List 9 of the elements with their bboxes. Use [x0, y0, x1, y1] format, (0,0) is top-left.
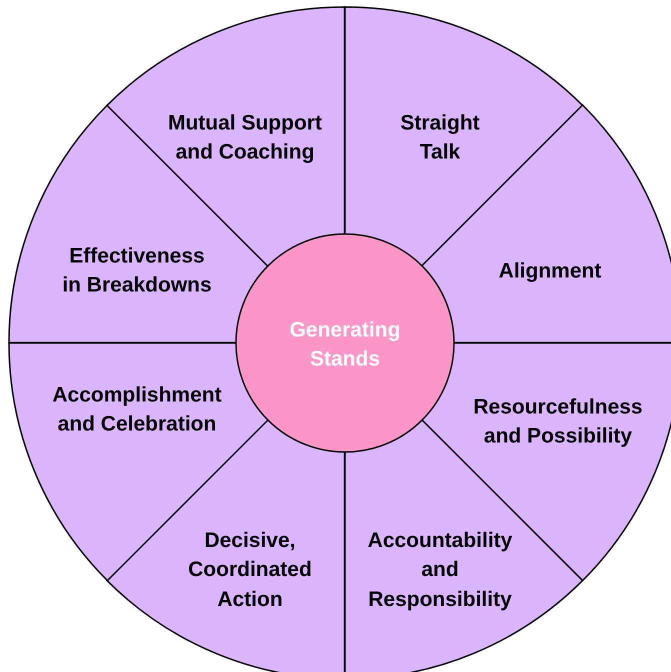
sector-label: Alignment — [498, 258, 602, 284]
sector-label: Mutual Support and Coaching — [166, 110, 323, 166]
sector-label: Effectiveness in Breakdowns — [61, 244, 213, 299]
sector-label: Straight Talk — [399, 110, 481, 166]
sector-label: Accountability and Responsibility — [366, 528, 514, 613]
sector-label: Accomplishment and Celebration — [51, 382, 223, 438]
sector-label: Decisive, Coordinated Action — [187, 528, 313, 613]
sector-label: Resourcefulness and Possibility — [472, 394, 644, 450]
hub-label: Generating Stands — [288, 318, 402, 373]
